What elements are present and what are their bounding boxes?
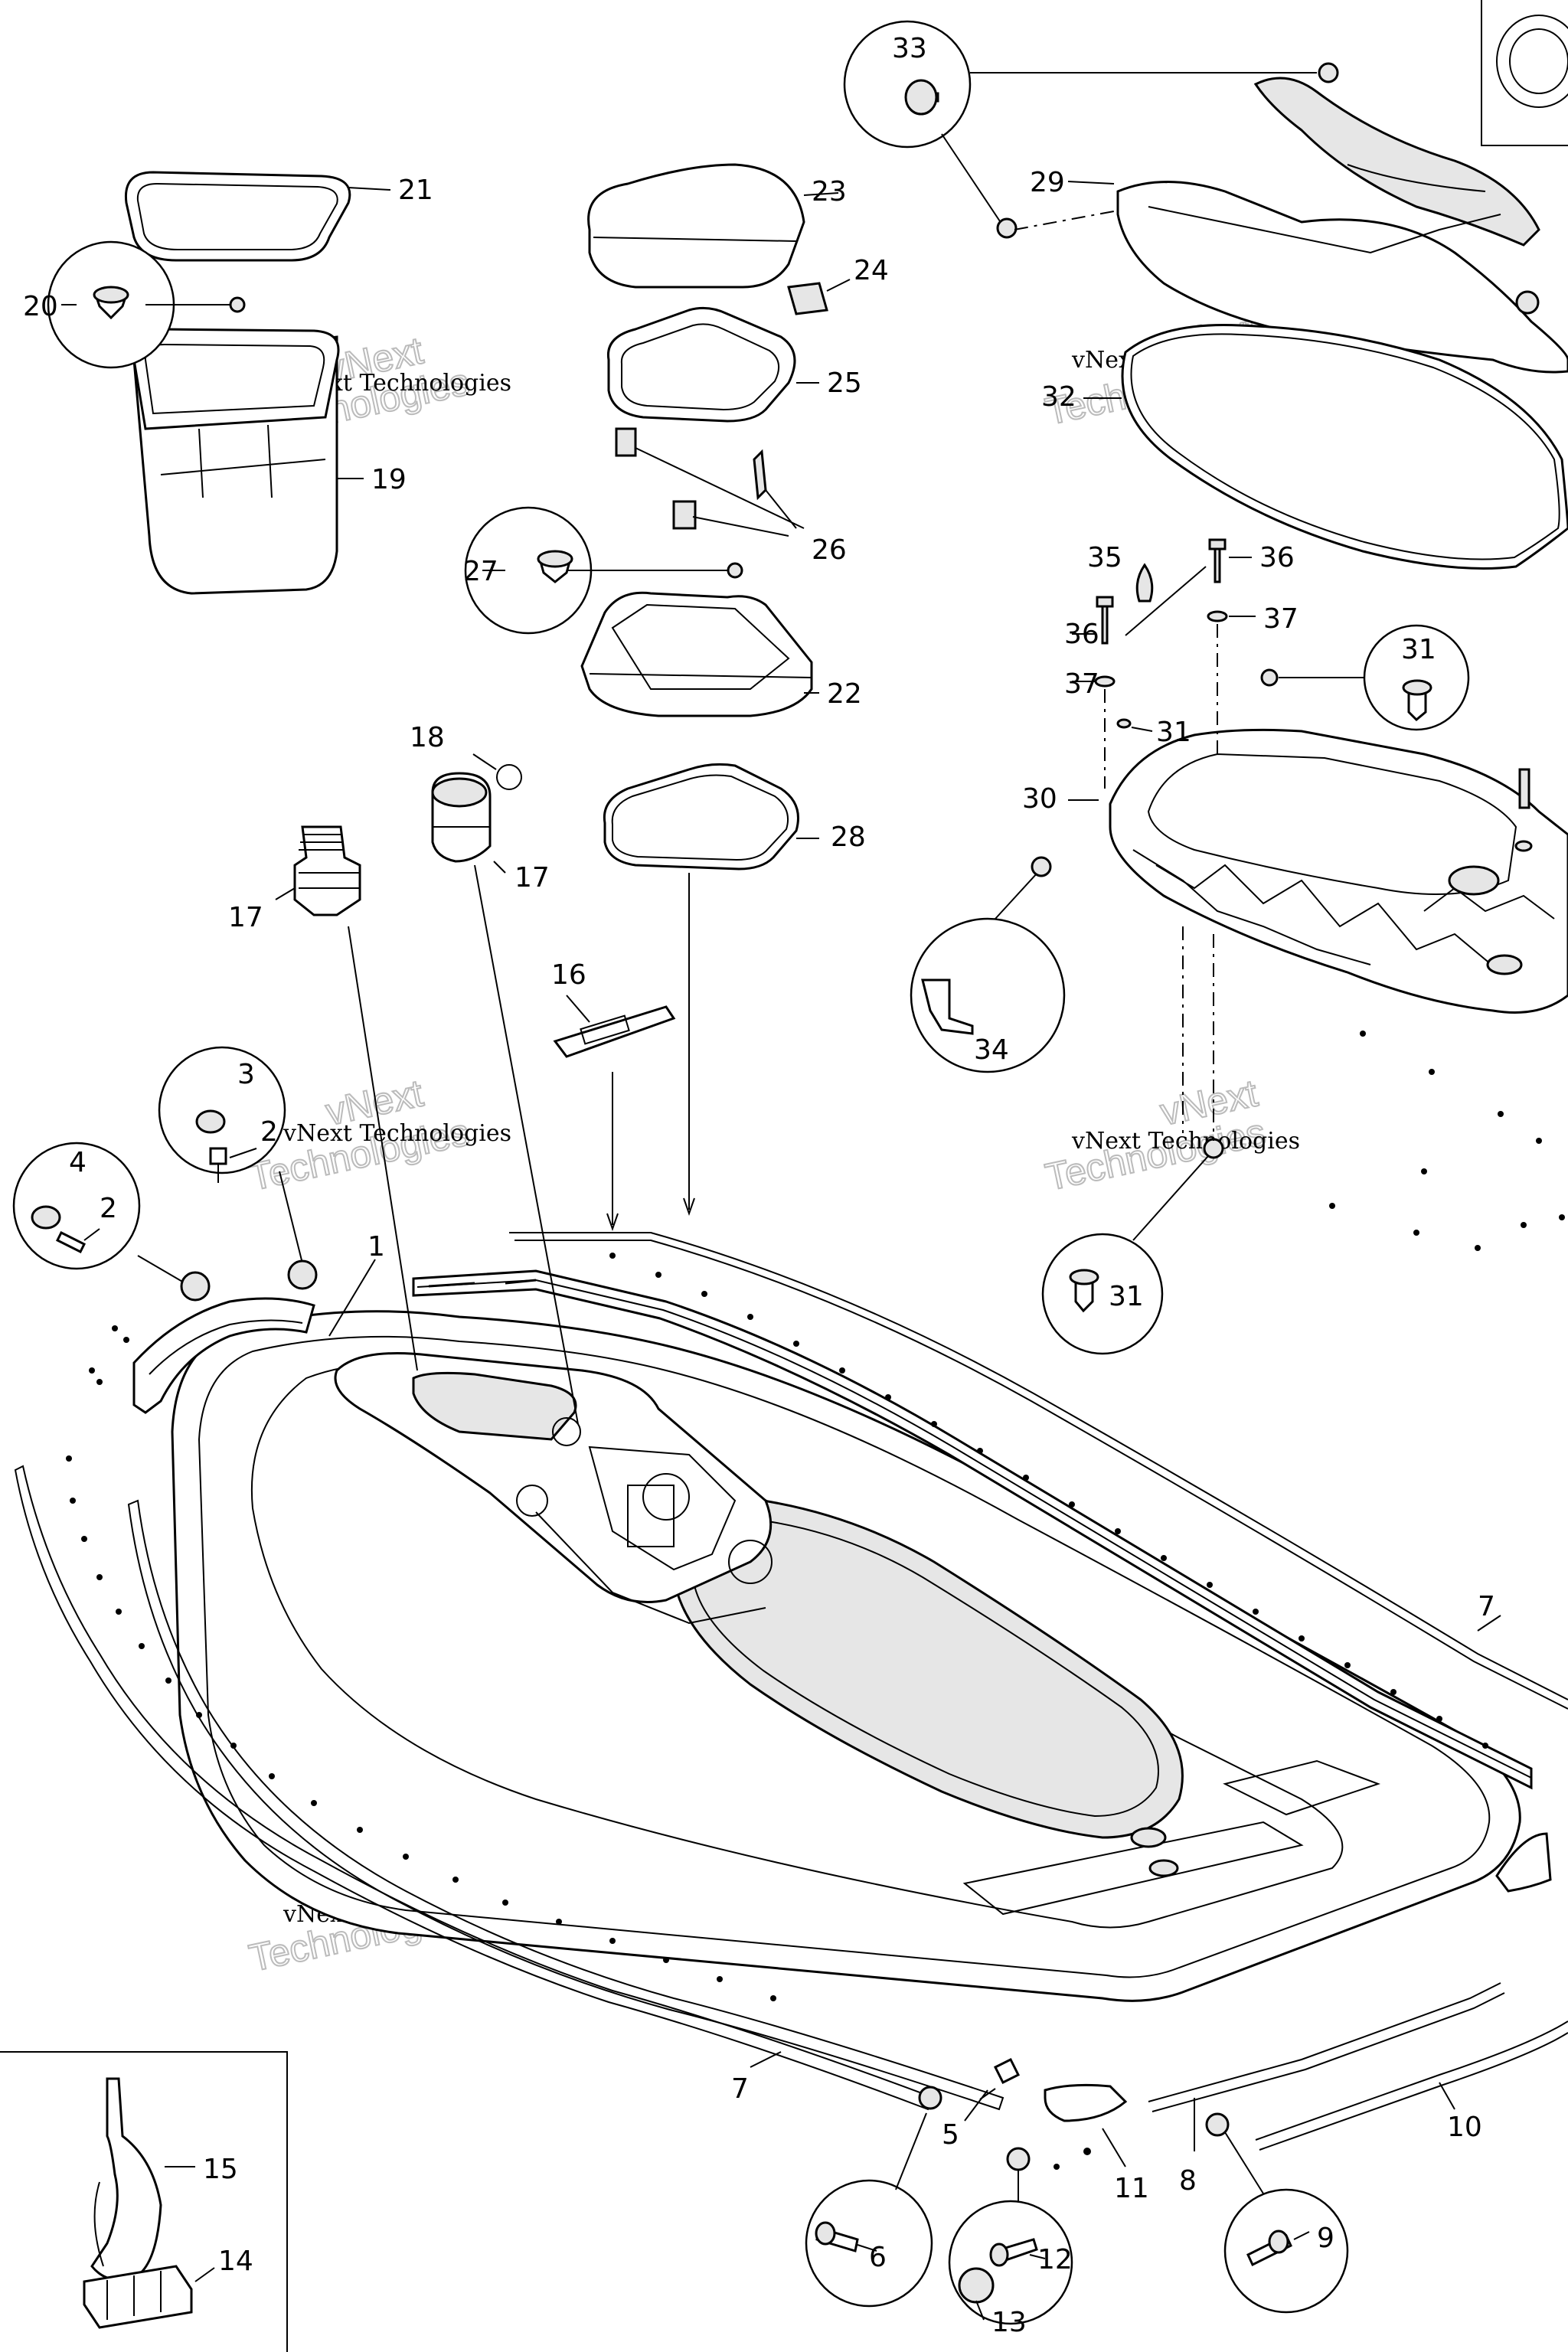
- detail-circle-31c: [1041, 1233, 1164, 1355]
- deck-group: 1: [132, 1231, 1521, 2002]
- callout-32: 32: [1041, 381, 1076, 413]
- leader-21: [348, 187, 391, 191]
- callout-35: 35: [1087, 542, 1122, 573]
- watermark-outline: Technologies: [1042, 1110, 1269, 1198]
- callout-13: 13: [991, 2307, 1027, 2338]
- bellows-plug: [293, 825, 361, 916]
- detail-circle-33: [843, 20, 972, 149]
- detail-circle-4: [12, 1142, 141, 1270]
- storage-bin-group: 21 19 20: [23, 171, 433, 595]
- glove-box-gasket: [606, 306, 796, 423]
- gunwale-rail: [412, 1269, 1533, 1790]
- callout-33: 33: [892, 33, 927, 64]
- callout-28: 28: [831, 822, 866, 853]
- detail-circle-6: [805, 2179, 933, 2308]
- callout-6: 6: [869, 2242, 887, 2273]
- glove-box-tub: [580, 591, 813, 717]
- callout-31b: 31: [1156, 717, 1191, 748]
- glove-box-group: 23 24 25 26 27 22 28: [463, 163, 889, 1217]
- callout-18: 18: [410, 722, 445, 753]
- callout-34: 34: [974, 1034, 1009, 1066]
- callout-31c: 31: [1109, 1281, 1144, 1312]
- tub-gasket: [603, 763, 799, 871]
- cable-tie: [90, 2077, 162, 2282]
- callout-21: 21: [398, 175, 433, 206]
- detail-circle-3: [158, 1046, 286, 1174]
- callout-23: 23: [812, 176, 847, 207]
- callout-16: 16: [551, 959, 586, 991]
- seat-base: [672, 1495, 1184, 1839]
- callout-20: 20: [23, 291, 58, 322]
- callout-15: 15: [203, 2154, 238, 2185]
- callout-17: 17: [228, 902, 263, 933]
- support-frame-group: 30 36 37 35 36 37 31 31: [910, 538, 1568, 1355]
- callout-31: 31: [1401, 634, 1436, 665]
- callout-1: 1: [368, 1231, 385, 1263]
- callout-9: 9: [1317, 2223, 1334, 2254]
- fastener-dots: [66, 1031, 1565, 2001]
- callout-19: 19: [371, 464, 407, 495]
- callout-37: 37: [1263, 603, 1298, 635]
- callout-14: 14: [218, 2246, 253, 2277]
- hardware-inset: 15 14: [0, 2051, 288, 2352]
- callout-29: 29: [1030, 167, 1065, 198]
- callout-37b: 37: [1064, 668, 1099, 700]
- drain-plugs: 17 18 17 16: [228, 722, 676, 1425]
- stern-cap: [1044, 2083, 1128, 2122]
- callout-25: 25: [827, 368, 862, 399]
- callout-3: 3: [237, 1059, 255, 1090]
- detail-circle-34: [910, 917, 1066, 1073]
- callout-2b: 2: [100, 1193, 117, 1224]
- connector: [83, 2265, 193, 2329]
- callout-7: 7: [731, 2073, 749, 2105]
- front-cowl-group: 29 32 33: [843, 20, 1568, 570]
- plate-16: [553, 1005, 676, 1058]
- callout-11: 11: [1114, 2173, 1149, 2204]
- support-frame: [1109, 728, 1568, 1014]
- callout-2: 2: [260, 1116, 278, 1148]
- callout-27: 27: [463, 556, 498, 587]
- corner-inset: [1481, 0, 1568, 146]
- callout-8: 8: [1179, 2165, 1197, 2197]
- front-cowl: [1116, 181, 1568, 374]
- callout-36: 36: [1259, 542, 1295, 573]
- latch: [787, 282, 828, 315]
- callout-22: 22: [827, 678, 862, 710]
- callout-17b: 17: [514, 862, 550, 893]
- callout-7b: 7: [1478, 1591, 1495, 1622]
- callout-30: 30: [1022, 783, 1057, 815]
- callout-12: 12: [1037, 2244, 1073, 2275]
- watermark-text: vNext Technologies: [283, 1120, 511, 1147]
- callout-4: 4: [69, 1147, 87, 1178]
- callout-24: 24: [854, 255, 889, 286]
- callout-5: 5: [942, 2119, 959, 2151]
- glove-box-cover: [587, 163, 805, 289]
- detail-circle-9: [1223, 2188, 1349, 2314]
- watermark-text: vNext Technologies: [1071, 1128, 1300, 1155]
- front-bumper: [132, 1297, 315, 1414]
- callout-26: 26: [812, 534, 847, 566]
- callout-10: 10: [1447, 2112, 1482, 2143]
- fastener-details: 3 2 4 2: [12, 1046, 318, 1385]
- bin-gasket: [124, 171, 351, 262]
- bottom-details: 6 12 13 9: [805, 2086, 1349, 2338]
